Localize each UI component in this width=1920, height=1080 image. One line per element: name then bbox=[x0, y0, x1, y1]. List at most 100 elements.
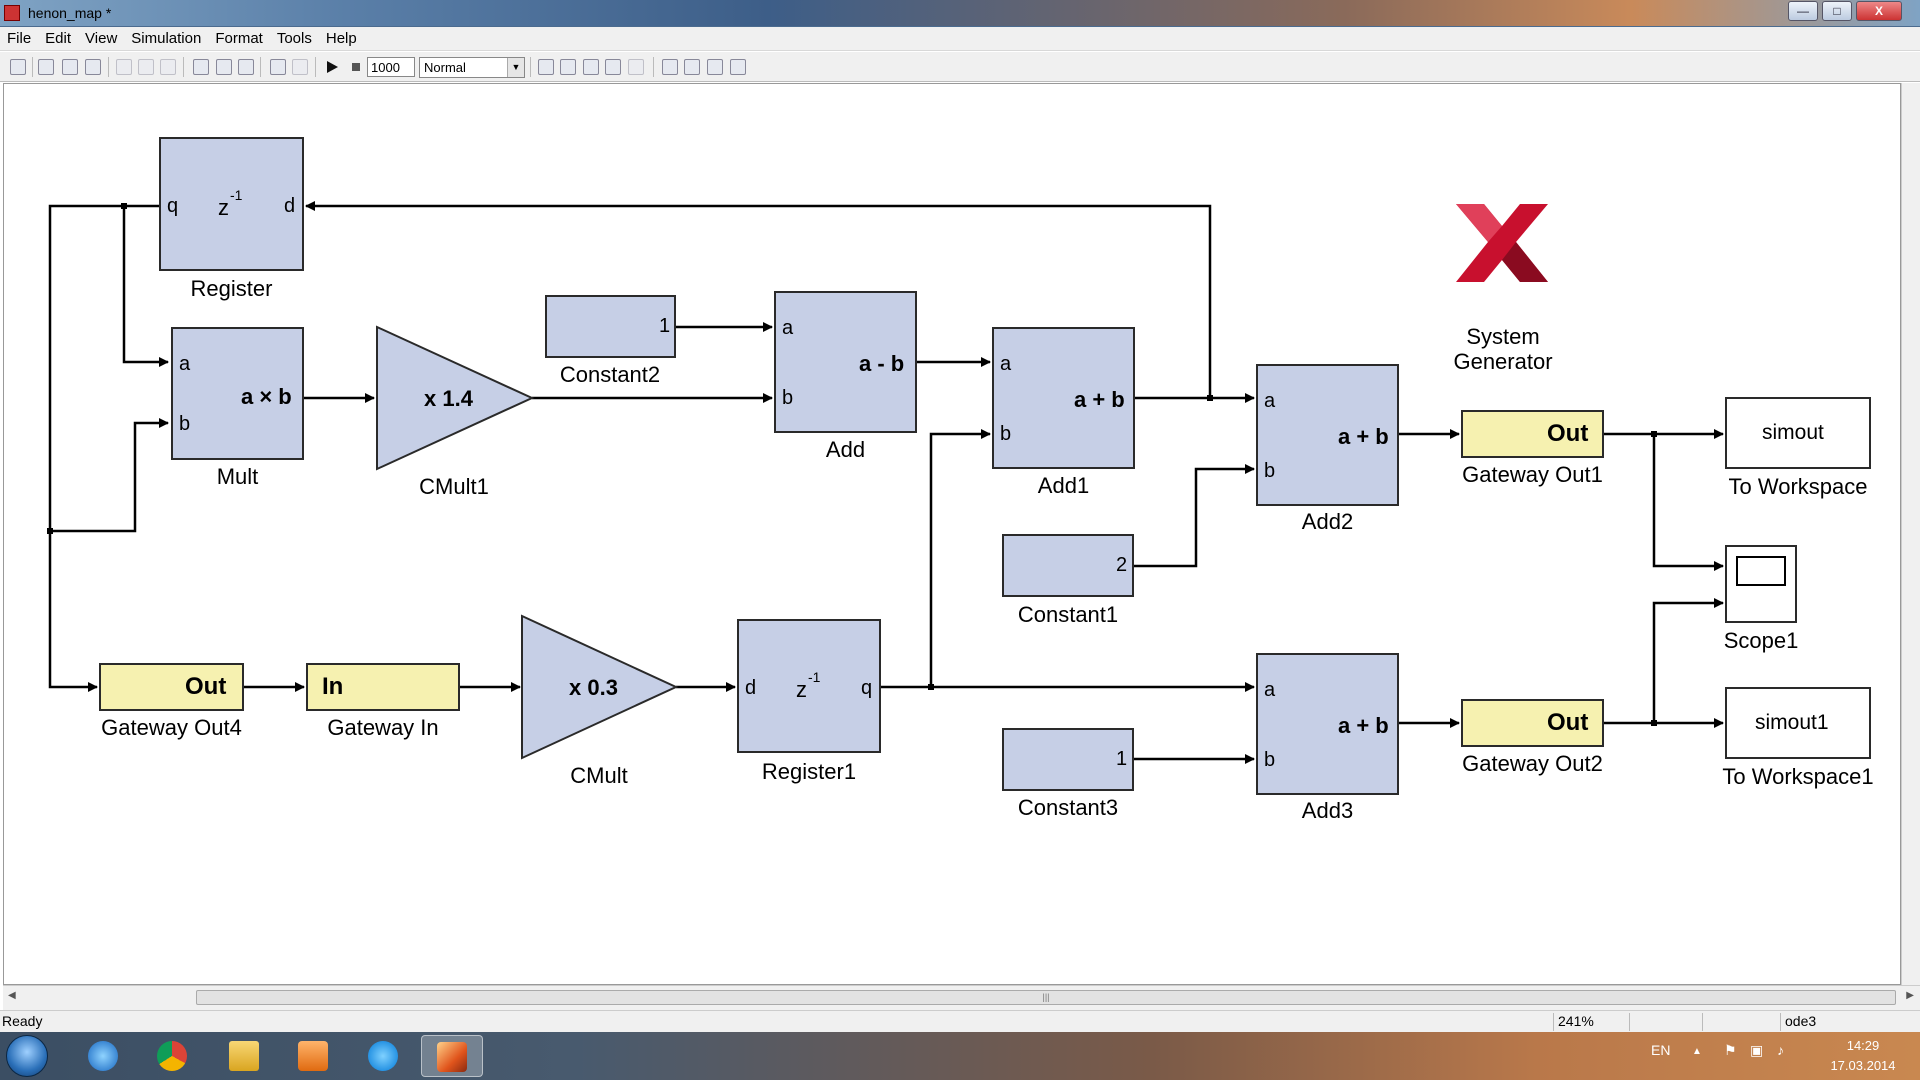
cmult-triangle[interactable] bbox=[521, 614, 679, 760]
register1-block[interactable]: d z -1 q bbox=[737, 619, 881, 753]
menu-edit[interactable]: Edit bbox=[45, 30, 72, 47]
model-explorer-icon[interactable] bbox=[583, 59, 599, 75]
add3-op: a + b bbox=[1338, 713, 1389, 738]
signal-lines bbox=[47, 201, 1724, 764]
build-icon[interactable] bbox=[538, 59, 554, 75]
cmult-label: CMult bbox=[570, 763, 628, 788]
redo-icon[interactable] bbox=[292, 59, 308, 75]
close-button[interactable]: X bbox=[1856, 1, 1902, 21]
add-label: Add bbox=[825, 437, 866, 462]
taskbar-ie-icon[interactable] bbox=[72, 1035, 134, 1077]
chevron-down-icon[interactable]: ▼ bbox=[507, 58, 524, 77]
cut-icon[interactable] bbox=[116, 59, 132, 75]
copy-icon[interactable] bbox=[138, 59, 154, 75]
taskbar-matlab-icon[interactable] bbox=[421, 1035, 483, 1077]
add2-block[interactable]: a b a + b bbox=[1256, 364, 1399, 506]
toolbar-separator bbox=[183, 57, 184, 77]
constant2-block[interactable]: 1 bbox=[545, 295, 676, 358]
register-port-q: q bbox=[167, 195, 179, 217]
register1-op: z bbox=[796, 677, 807, 702]
constant1-block[interactable]: 2 bbox=[1002, 534, 1134, 597]
open-icon[interactable] bbox=[38, 59, 54, 75]
menu-file[interactable]: File bbox=[7, 30, 32, 47]
to-workspace-block[interactable]: simout bbox=[1725, 397, 1871, 469]
status-solver: ode3 bbox=[1780, 1013, 1900, 1031]
update-icon[interactable] bbox=[560, 59, 576, 75]
horizontal-scroll-thumb[interactable]: ||| bbox=[196, 990, 1896, 1005]
toolbar-separator bbox=[315, 57, 316, 77]
constant3-block[interactable]: 1 bbox=[1002, 728, 1134, 791]
gateway-in-label: Gateway In bbox=[327, 715, 439, 740]
system-generator-label[interactable]: System Generator bbox=[1418, 324, 1588, 374]
gateway-out4-block[interactable]: Out bbox=[99, 663, 244, 711]
taskbar-chrome-icon[interactable] bbox=[141, 1035, 203, 1077]
undo-icon[interactable] bbox=[270, 59, 286, 75]
scope1-label: Scope1 bbox=[1723, 628, 1799, 653]
paste-icon[interactable] bbox=[160, 59, 176, 75]
debugger-icon[interactable] bbox=[628, 59, 644, 75]
cmult1-triangle[interactable] bbox=[376, 325, 535, 471]
menu-simulation[interactable]: Simulation bbox=[131, 30, 202, 47]
stop-icon[interactable] bbox=[348, 59, 364, 75]
add3-block[interactable]: a b a + b bbox=[1256, 653, 1399, 795]
add1-op: a + b bbox=[1074, 387, 1125, 412]
taskbar-clock[interactable]: 14:29 17.03.2014 bbox=[1818, 1036, 1908, 1076]
gateway-out2-label: Gateway Out2 bbox=[1462, 751, 1603, 776]
constant3-label: Constant3 bbox=[1017, 795, 1119, 820]
gateway-out2-block[interactable]: Out bbox=[1461, 699, 1604, 747]
gateway-out2-op: Out bbox=[1547, 709, 1589, 736]
new-icon[interactable] bbox=[10, 59, 26, 75]
scroll-left-icon[interactable]: ◀ bbox=[8, 990, 16, 1001]
block-browser-icon[interactable] bbox=[684, 59, 700, 75]
toggle-icon[interactable] bbox=[662, 59, 678, 75]
mult-block[interactable]: a b a × b bbox=[171, 327, 304, 460]
taskbar-media-player-icon[interactable] bbox=[282, 1035, 344, 1077]
vertical-scrollbar[interactable] bbox=[1901, 83, 1920, 985]
constant1-label: Constant1 bbox=[1017, 602, 1119, 627]
register1-port-q: q bbox=[861, 677, 873, 699]
profiler-icon[interactable] bbox=[707, 59, 723, 75]
taskbar-skype-icon[interactable] bbox=[352, 1035, 414, 1077]
add-block[interactable]: a b a - b bbox=[774, 291, 917, 433]
print-icon[interactable] bbox=[85, 59, 101, 75]
forward-icon[interactable] bbox=[216, 59, 232, 75]
stop-time-input[interactable]: 1000 bbox=[367, 57, 415, 77]
network-icon[interactable]: ▣ bbox=[1750, 1042, 1764, 1058]
xilinx-logo-icon[interactable] bbox=[1444, 204, 1560, 304]
minimize-button[interactable]: — bbox=[1788, 1, 1818, 21]
taskbar-explorer-icon[interactable] bbox=[213, 1035, 275, 1077]
play-icon[interactable] bbox=[324, 59, 340, 75]
menu-format[interactable]: Format bbox=[215, 30, 263, 47]
horizontal-scrollbar[interactable]: ◀ ||| ▶ bbox=[3, 985, 1920, 1010]
scope1-block[interactable] bbox=[1725, 545, 1797, 623]
library-browser-icon[interactable] bbox=[605, 59, 621, 75]
mult-port-b: b bbox=[179, 413, 191, 435]
simulation-mode-select[interactable]: Normal ▼ bbox=[419, 57, 525, 78]
language-indicator[interactable]: EN bbox=[1651, 1042, 1671, 1058]
save-icon[interactable] bbox=[62, 59, 78, 75]
menu-view[interactable]: View bbox=[85, 30, 118, 47]
cmult1-op: x 1.4 bbox=[424, 386, 473, 411]
back-icon[interactable] bbox=[193, 59, 209, 75]
add1-port-a: a bbox=[1000, 353, 1012, 375]
model-canvas[interactable]: q z -1 d Register a b a × b Mult x 1.4 C… bbox=[3, 83, 1901, 985]
up-icon[interactable] bbox=[238, 59, 254, 75]
gateway-in-block[interactable]: In bbox=[306, 663, 460, 711]
gateway-out1-block[interactable]: Out bbox=[1461, 410, 1604, 458]
window-title: henon_map * bbox=[28, 5, 112, 21]
window-titlebar: henon_map * — □ X bbox=[0, 0, 1920, 27]
volume-icon[interactable]: ♪ bbox=[1777, 1042, 1784, 1058]
maximize-button[interactable]: □ bbox=[1822, 1, 1852, 21]
menu-help[interactable]: Help bbox=[325, 30, 357, 47]
menu-tools[interactable]: Tools bbox=[276, 30, 312, 47]
mult-port-a: a bbox=[179, 353, 191, 375]
to-workspace1-block[interactable]: simout1 bbox=[1725, 687, 1871, 759]
add1-block[interactable]: a b a + b bbox=[992, 327, 1135, 469]
status-text: Ready bbox=[2, 1013, 43, 1029]
start-button-icon[interactable] bbox=[6, 1035, 48, 1077]
action-center-flag-icon[interactable]: ⚑ bbox=[1724, 1042, 1737, 1058]
tray-expand-icon[interactable]: ▲ bbox=[1692, 1046, 1702, 1057]
scroll-right-icon[interactable]: ▶ bbox=[1906, 990, 1914, 1001]
register-block[interactable]: q z -1 d bbox=[159, 137, 304, 271]
help-icon[interactable] bbox=[730, 59, 746, 75]
